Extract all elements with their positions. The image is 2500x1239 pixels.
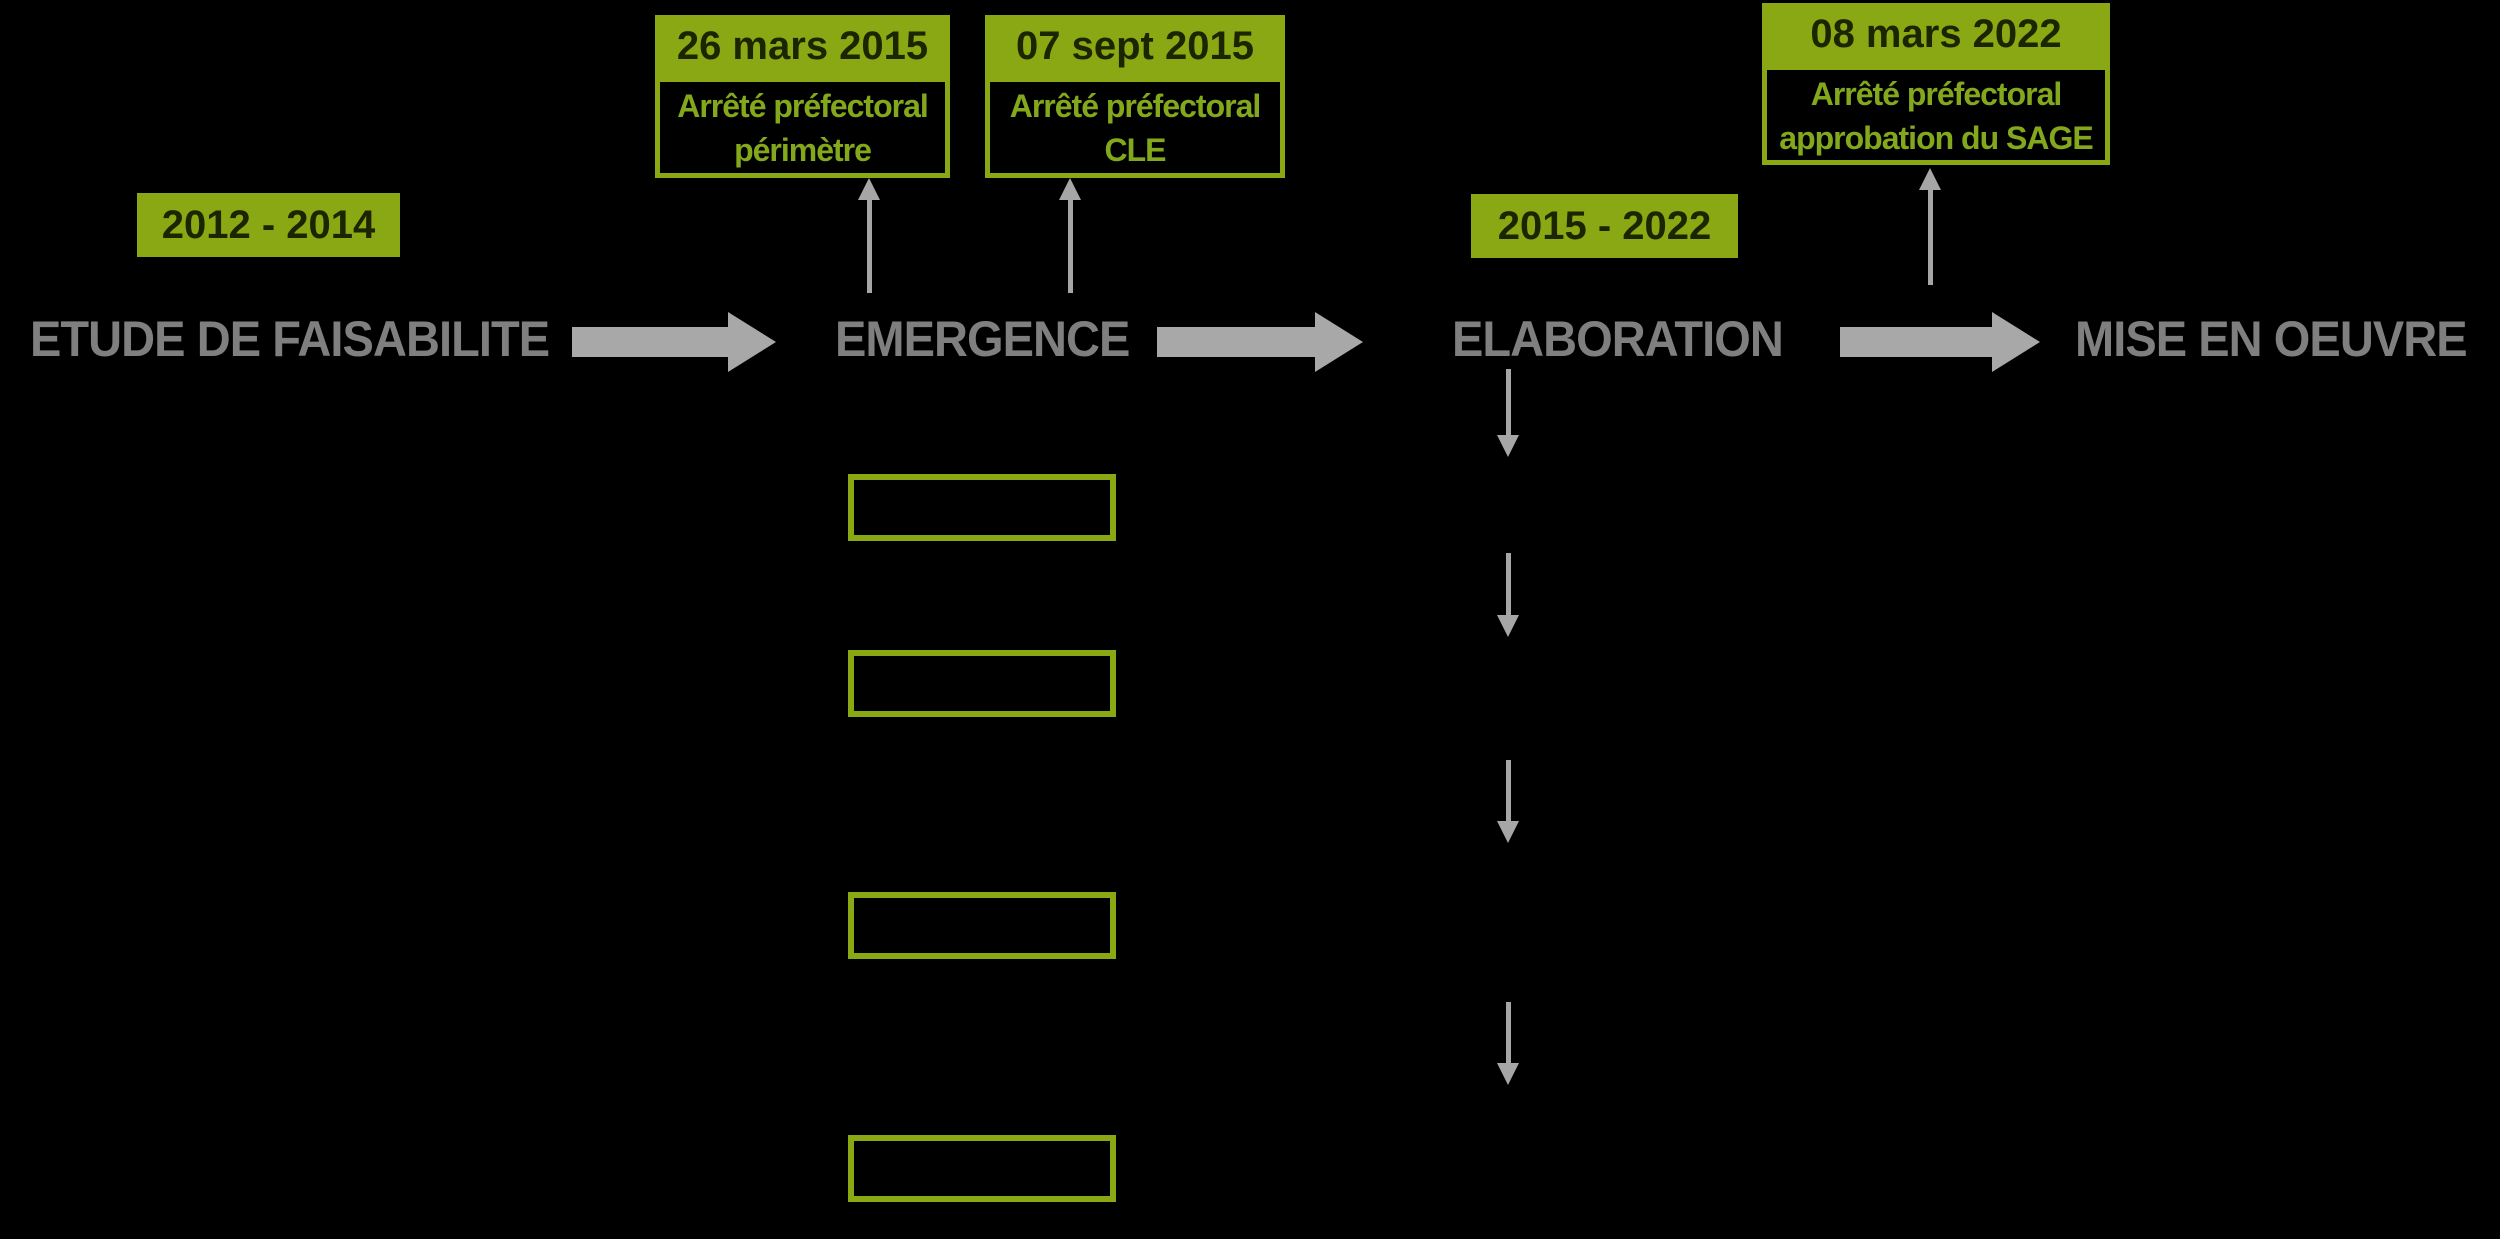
event-label-line1: Arrêté préfectoral	[1009, 88, 1262, 124]
event-label-line2: CLE	[1104, 132, 1167, 168]
event-date: 07 sept 2015	[985, 15, 1285, 77]
event-label-line2: approbation du SAGE	[1779, 120, 2093, 156]
event-box-arrete-perimetre: 26 mars 2015 Arrêté préfectoral périmètr…	[655, 15, 950, 178]
phase-label-elaboration: ELABORATION	[1452, 311, 1784, 367]
event-box-arrete-cle: 07 sept 2015 Arrêté préfectoral CLE	[985, 15, 1285, 178]
empty-stage-box-3	[848, 892, 1116, 959]
period-badge-2015-2022: 2015 - 2022	[1471, 194, 1738, 258]
empty-stage-box-4	[848, 1135, 1116, 1202]
event-date: 08 mars 2022	[1762, 3, 2110, 65]
phase-label-etude-de-faisabilite: ETUDE DE FAISABILITE	[30, 311, 550, 367]
empty-stage-box-1	[848, 474, 1116, 541]
event-label-line2: périmètre	[734, 132, 872, 168]
empty-stage-box-2	[848, 650, 1116, 717]
period-badge-2012-2014: 2012 - 2014	[137, 193, 400, 257]
event-label-line1: Arrêté préfectoral	[677, 88, 929, 124]
phase-label-emergence: EMERGENCE	[835, 311, 1130, 367]
event-box-arrete-approbation-sage: 08 mars 2022 Arrêté préfectoral approbat…	[1762, 3, 2110, 165]
event-date: 26 mars 2015	[655, 15, 950, 77]
phase-label-mise-en-oeuvre: MISE EN OEUVRE	[2075, 311, 2468, 367]
event-label-line1: Arrêté préfectoral	[1810, 76, 2063, 112]
